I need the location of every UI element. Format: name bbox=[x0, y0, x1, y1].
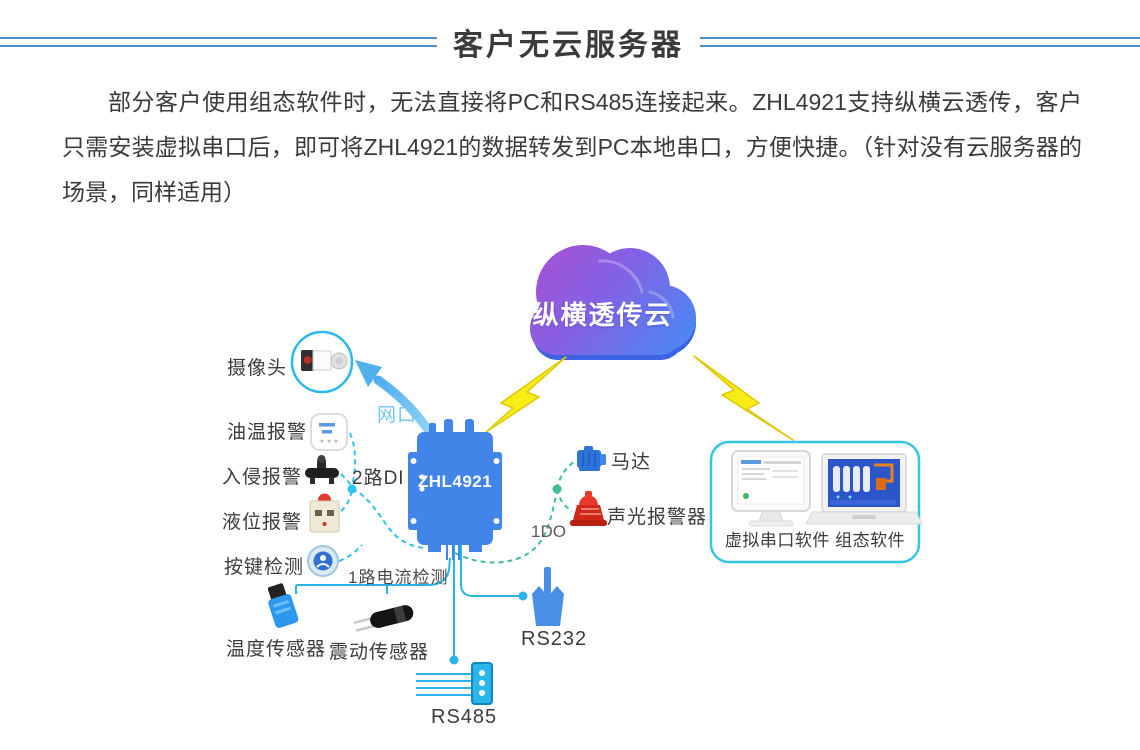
rs232-node-dot bbox=[518, 591, 528, 601]
intrusion-device-icon bbox=[305, 455, 339, 484]
rs485-terminal-icon bbox=[471, 662, 493, 705]
rs232-connector-icon bbox=[532, 567, 564, 626]
zhl4921-device-icon bbox=[408, 419, 502, 560]
motor-icon bbox=[577, 446, 606, 471]
sound-light-alarm-icon bbox=[570, 491, 607, 526]
rs485-label: RS485 bbox=[431, 706, 498, 728]
device-label: ZHL4921 bbox=[417, 472, 493, 491]
level-alarm-icon bbox=[309, 493, 340, 533]
laptop-icon bbox=[805, 453, 923, 525]
title-rule-left bbox=[0, 37, 437, 47]
camera-icon bbox=[290, 330, 354, 394]
intro-paragraph: 部分客户使用组态软件时，无法直接将PC和RS485连接起来。ZHL4921支持纵… bbox=[62, 89, 1082, 205]
cloud-label: 纵横透传云 bbox=[532, 300, 673, 330]
lightning-icon-right bbox=[693, 355, 794, 441]
vibration-sensor-label: 震动传感器 bbox=[329, 642, 430, 663]
desktop-monitor-icon bbox=[731, 450, 811, 527]
lightning-icon-left bbox=[485, 356, 567, 433]
title-rule-right bbox=[700, 37, 1140, 47]
do-junction-dot bbox=[552, 484, 562, 494]
vibration-sensor-icon bbox=[353, 605, 414, 632]
cloud-icon bbox=[530, 245, 696, 360]
di-port-label: 2路DI bbox=[352, 468, 405, 489]
oil-alarm-label: 油温报警 bbox=[227, 422, 308, 443]
oil-temp-device-icon bbox=[310, 413, 348, 451]
current-port-label: 1路电流检测 bbox=[348, 568, 449, 587]
page-header: 客户无云服务器 bbox=[0, 22, 1140, 62]
key-button-icon bbox=[307, 545, 339, 577]
rs232-label: RS232 bbox=[521, 628, 588, 650]
temp-sensor-label: 温度传感器 bbox=[226, 639, 327, 660]
di-junction-dot bbox=[347, 484, 357, 494]
camera-label: 摄像头 bbox=[227, 358, 288, 379]
serial-lines bbox=[295, 545, 519, 696]
temp-sensor-icon bbox=[267, 583, 299, 628]
key-detect-label: 按键检测 bbox=[224, 557, 305, 578]
sound-light-alarm-label: 声光报警器 bbox=[607, 507, 708, 528]
net-port-label: 网口 bbox=[377, 405, 418, 426]
page-title: 客户无云服务器 bbox=[453, 29, 684, 62]
motor-label: 马达 bbox=[611, 452, 652, 473]
intrusion-alarm-label: 入侵报警 bbox=[222, 467, 303, 488]
level-alarm-label: 液位报警 bbox=[222, 512, 303, 533]
software-label: 虚拟串口软件 组态软件 bbox=[724, 531, 906, 550]
rs485-node-dot bbox=[449, 655, 459, 665]
do-port-label: 1DO bbox=[531, 522, 566, 541]
software-box bbox=[709, 440, 923, 564]
